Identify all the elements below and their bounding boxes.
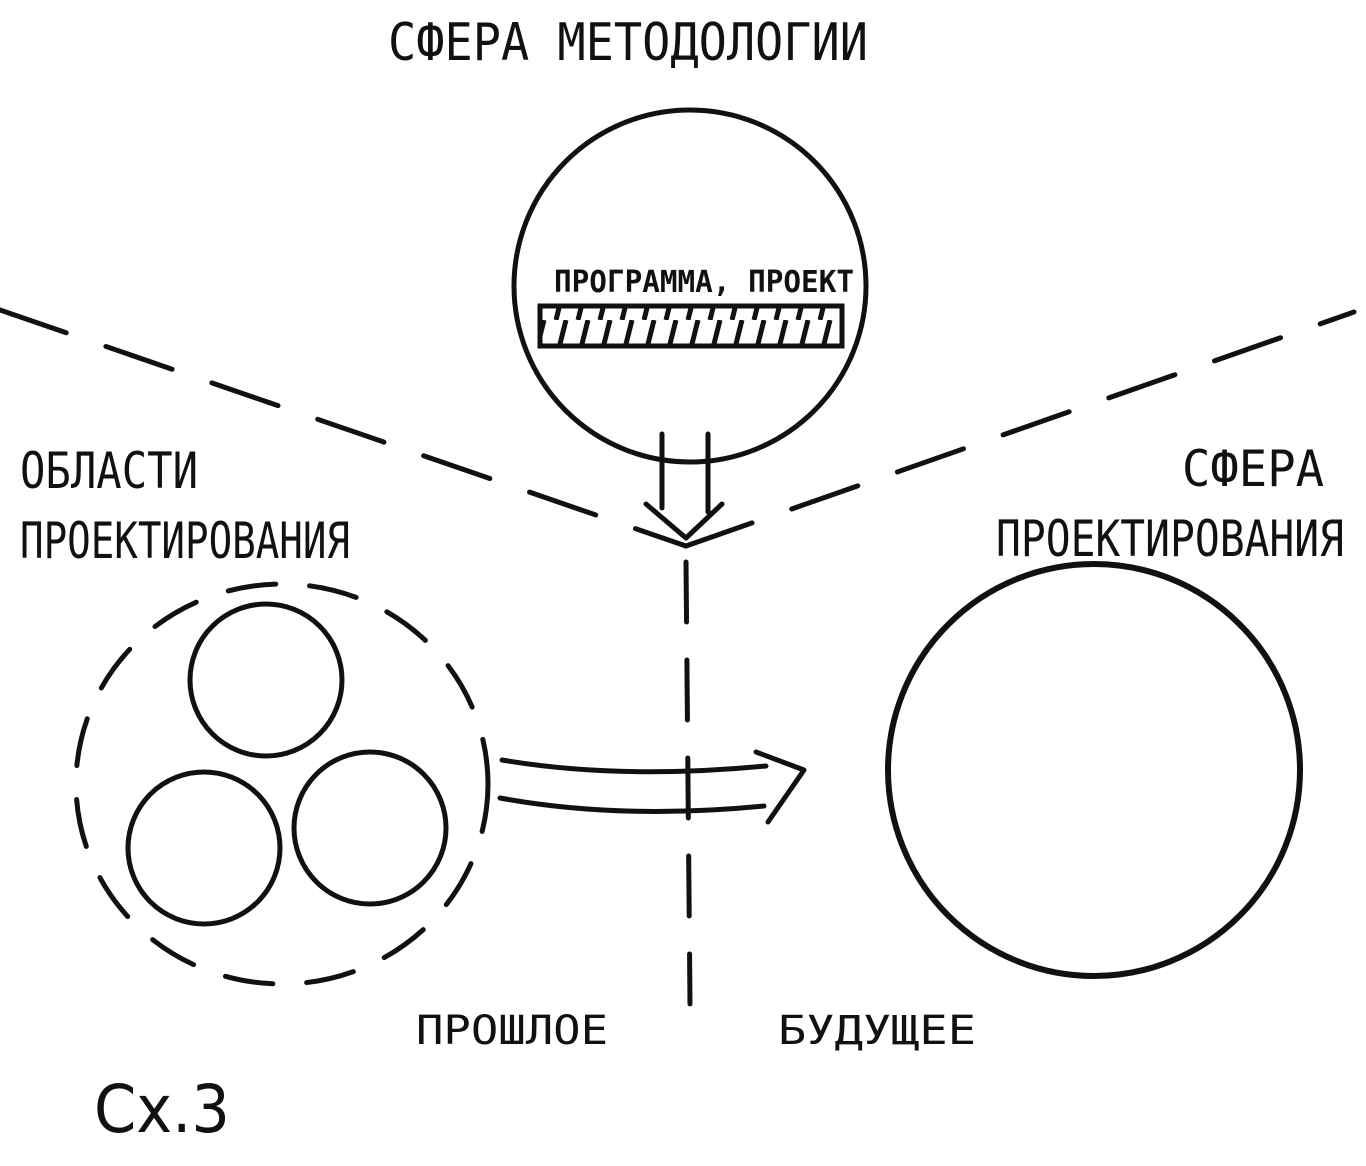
program-project-hatched-bar — [537, 303, 845, 349]
methodology-sphere-circle — [511, 107, 869, 465]
right-dashed-divider — [683, 309, 1357, 549]
transition-arrow-icon — [497, 749, 807, 825]
past-label: прошлое — [416, 1008, 608, 1054]
methodology-sphere-title: Сфера методологии — [388, 13, 868, 73]
design-area-circle-bottom-right — [291, 749, 449, 907]
design-areas-label-line2: проектирования — [20, 512, 350, 570]
design-area-circle-bottom-left — [125, 769, 283, 927]
program-project-label: Программа, проект — [554, 265, 854, 300]
scheme-number-label: Сх.3 — [94, 1071, 230, 1148]
design-areas-dashed-boundary — [73, 581, 491, 987]
design-sphere-circle — [885, 561, 1303, 979]
design-areas-label-line1: Области — [20, 442, 198, 500]
left-dashed-divider — [0, 307, 689, 549]
future-label: будущее — [778, 1008, 976, 1054]
design-sphere-label-line2: проектирования — [996, 510, 1344, 568]
down-arrow-icon — [643, 431, 725, 541]
design-sphere-label-line1: Сфера — [1182, 440, 1324, 498]
time-divider-dashed-line — [683, 559, 693, 1007]
design-area-circle-top — [187, 601, 345, 759]
